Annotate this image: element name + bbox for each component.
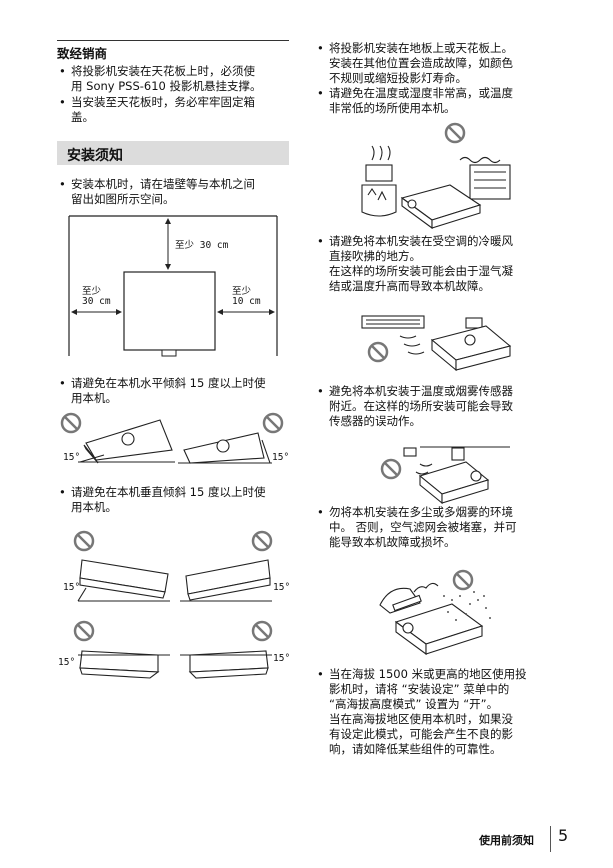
list-item: •请避免将本机安装在受空调的冷暖风 直接吹拂的地方。 在这样的场所安装可能会由于… — [317, 234, 513, 293]
heading-rule — [57, 40, 289, 41]
clearance-left-label-1: 至少 — [82, 286, 102, 297]
clearance-right-label-1: 至少 — [232, 286, 252, 297]
dealer-heading: 致经销商 — [57, 46, 108, 61]
list-item: •勿将本机安装在多尘或多烟雾的环境 中。 否则，空气滤网会被堵塞，并可 能导致本… — [317, 505, 517, 549]
list-item: •当在海拔 1500 米或更高的地区使用投 影机时，请将 “安装设定” 菜单中的… — [317, 667, 527, 756]
angle-label: 15° — [272, 452, 290, 463]
list-item: •请避免在本机水平倾斜 15 度以上时使 用本机。 — [59, 376, 266, 405]
list-item: •将投影机安装在地板上或天花板上。 安装在其他位置会造成故障，如颜色 不规则或缩… — [317, 41, 513, 85]
angle-label: 15° — [63, 452, 81, 463]
angle-label: 15° — [58, 657, 76, 668]
angle-label: 15° — [63, 582, 81, 593]
list-item: •请避免在温度或湿度非常高，或温度 非常低的场所使用本机。 — [317, 86, 513, 115]
clearance-top-label: 至少 30 cm — [175, 240, 229, 251]
list-item: •安装本机时，请在墙壁等与本机之间 留出如图所示空间。 — [59, 177, 255, 206]
clearance-right-label-2: 10 cm — [232, 296, 261, 307]
angle-label: 15° — [273, 582, 291, 593]
clearance-left-label-2: 30 cm — [82, 296, 111, 307]
footer-divider — [550, 826, 551, 852]
list-item: •请避免在本机垂直倾斜 15 度以上时使 用本机。 — [59, 485, 266, 514]
page-number: 5 — [558, 826, 569, 845]
footer-section-name: 使用前须知 — [479, 834, 534, 847]
angle-label: 15° — [273, 653, 291, 664]
list-item: •当安装至天花板时，务必牢牢固定箱 盖。 — [59, 95, 255, 124]
section-title: 安装须知 — [67, 148, 123, 164]
section-title-bar: 安装须知 — [57, 141, 289, 165]
list-item: •避免将本机安装于温度或烟雾传感器 附近。在这样的场所安装可能会导致 传感器的误… — [317, 384, 513, 428]
list-item: •将投影机安装在天花板上时，必须使 用 Sony PSS-610 投影机悬挂支撑… — [59, 64, 262, 93]
